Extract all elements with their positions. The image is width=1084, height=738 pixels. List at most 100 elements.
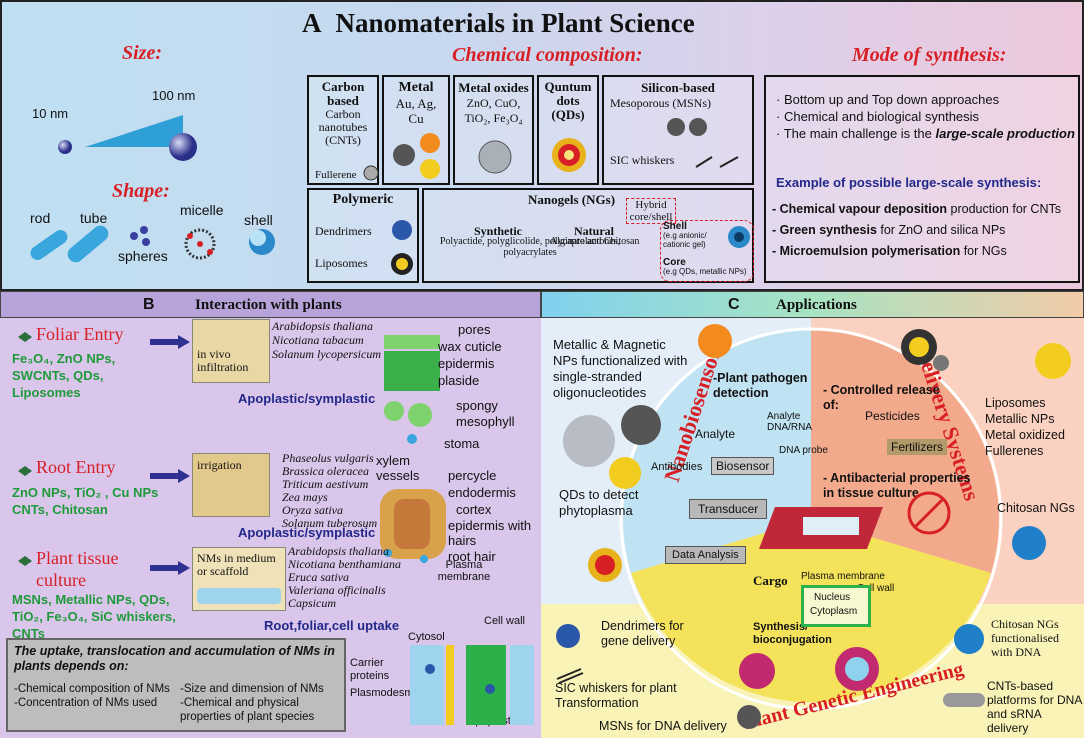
silicon-box: Silicon-based Mesoporous (MSNs) SIC whis… bbox=[602, 75, 754, 185]
infiltration-illustration: in vivo infiltration bbox=[192, 319, 270, 383]
shape-illustrations-icon bbox=[30, 225, 275, 263]
panel-letter-b: B bbox=[143, 296, 155, 313]
mesoporous-label: Mesoporous (MSNs) bbox=[610, 96, 712, 110]
quantum-dot-icon bbox=[552, 138, 586, 172]
oxides-title: Metal oxides bbox=[458, 80, 529, 95]
panel-c-title: Applications bbox=[776, 297, 857, 313]
uptake-factors-title: The uptake, translocation and accumulati… bbox=[14, 644, 335, 673]
liposomes-label: Liposomes bbox=[315, 256, 368, 270]
natural-label: Natural bbox=[574, 224, 614, 238]
metallic-particles-icon bbox=[563, 405, 661, 489]
uptake-factors-right: -Size and dimension of NMs -Chemical and… bbox=[180, 683, 324, 723]
panel-c-header: C Applications bbox=[541, 291, 1084, 318]
biosensor-box: Biosensor bbox=[711, 457, 775, 475]
nanogels-title: Nanogels (NGs) bbox=[528, 192, 616, 207]
gene-delivery-particles-icon bbox=[739, 647, 879, 691]
data-analysis-box: Data Analysis bbox=[665, 546, 746, 564]
uptake-factors-left: -Chemical composition of NMs -Concentrat… bbox=[14, 683, 170, 709]
root-title: Root Entry bbox=[36, 457, 116, 477]
irrigation-illustration: irrigation bbox=[192, 453, 270, 517]
tissue-nms: MSNs, Metallic NPs, QDs, TiO₂, Fe₃O₄, Si… bbox=[12, 592, 176, 641]
tissue-title: Plant tissue culture bbox=[36, 548, 119, 590]
cnt-icon bbox=[943, 693, 985, 707]
pesticides-label: Pesticides bbox=[865, 409, 920, 423]
tissue-method: NMs in medium or scaffold bbox=[197, 551, 276, 578]
antibacterial-icon bbox=[907, 491, 951, 535]
tissue-culture-plate-icon bbox=[759, 507, 883, 549]
root-cross-section-icon bbox=[380, 489, 446, 563]
panel-a-title: Nanomaterials in Plant Science bbox=[335, 8, 695, 38]
size-wedge-icon bbox=[58, 115, 197, 161]
foliar-title: Foliar Entry bbox=[36, 324, 124, 344]
qds-text: QDs to detect phytoplasma bbox=[559, 487, 639, 518]
synthesis-box: · Bottom up and Top down approaches · Ch… bbox=[764, 75, 1080, 283]
msn-icon bbox=[667, 118, 707, 136]
delivery-list: Liposomes Metallic NPs Metal oxidized Fu… bbox=[985, 396, 1065, 458]
metallic-np-text: Metallic & Magnetic NPs functionalized w… bbox=[553, 337, 688, 400]
liposome-icon bbox=[901, 329, 949, 371]
tissue-culture-illustration: NMs in medium or scaffold bbox=[192, 547, 286, 611]
synthesis-point-3: The main challenge is the bbox=[783, 126, 932, 141]
plasma-membrane-c-label: Plasma membrane bbox=[801, 571, 885, 582]
panel-b-title: Interaction with plants bbox=[195, 297, 342, 313]
foliar-species: Arabidopsis thaliana Nicotiana tabacum S… bbox=[272, 319, 381, 361]
synthesis-title: Mode of synthesis: bbox=[852, 44, 1007, 66]
polymeric-box: Polymeric Dendrimers Liposomes bbox=[307, 188, 419, 283]
cell-diagram: Nucleus Cytoplasm bbox=[801, 585, 871, 627]
core-shell-icon bbox=[728, 226, 750, 248]
metal-box: Metal Au, Ag, Cu bbox=[382, 75, 450, 185]
antibodies-label: Antibodies bbox=[651, 461, 703, 473]
panel-letter-a: A bbox=[302, 8, 322, 38]
size-large-label: 100 nm bbox=[152, 88, 196, 103]
foliar-nms: Fe₃O₄, ZnO NPs, SWCNTs, QDs, Liposomes bbox=[12, 351, 116, 400]
plasma-membrane-label: Plasma membrane bbox=[437, 559, 491, 583]
diamond-bullet-icon bbox=[18, 332, 32, 342]
arrow-icon bbox=[150, 561, 190, 575]
diamond-bullet-icon bbox=[18, 466, 32, 476]
synthesis-items: - Chemical vapour deposition production … bbox=[772, 202, 1061, 258]
cell-uptake-icon bbox=[410, 645, 534, 725]
cell-wall-c-label: Cell wall bbox=[857, 583, 895, 594]
metal-title: Metal bbox=[398, 80, 434, 95]
sic-c-label: SIC whiskers for plant Transformation bbox=[555, 681, 677, 710]
synthesis-label: Synthesis/ bioconjugation bbox=[753, 621, 832, 646]
analyte-label: Analyte bbox=[695, 427, 736, 441]
xylem-label: xylem vessels bbox=[376, 453, 420, 483]
chitosan-ng-icon bbox=[1012, 526, 1046, 560]
carbon-title: Carbon based bbox=[321, 79, 365, 108]
synthetic-text: Polyactide, polyglicolide, polycaprolact… bbox=[439, 236, 621, 258]
gold-nanoparticle-icon bbox=[1035, 343, 1071, 379]
carbon-text: Carbon nanotubes (CNTs) bbox=[318, 107, 368, 147]
shape-shell-label: shell bbox=[244, 212, 273, 228]
cytosol-label: Cytosol bbox=[408, 631, 445, 643]
transducer-box: Transducer bbox=[689, 499, 768, 519]
shell-text: (e.g anionic/ cationic gel) bbox=[663, 231, 707, 249]
oxide-particle-icon bbox=[478, 140, 512, 174]
shape-micelle-label: micelle bbox=[180, 202, 224, 218]
hybrid-label: Hybrid core/shell bbox=[626, 198, 676, 224]
spongy-mesophyll-label: spongy mesophyll bbox=[456, 398, 515, 429]
sic-label: SIC whiskers bbox=[610, 153, 675, 167]
panel-b-header: B Interaction with plants bbox=[0, 291, 541, 318]
antibacterial: - Antibacterial properties in tissue cul… bbox=[823, 471, 971, 500]
carbon-box: Carbon based Carbon nanotubes (CNTs) Ful… bbox=[307, 75, 379, 185]
tissue-path: Root,foliar,cell uptake bbox=[264, 618, 400, 633]
root-nms: ZnO NPs, TiO₂ , Cu NPs CNTs, Chitosan bbox=[12, 485, 159, 517]
metal-oxides-box: Metal oxides ZnO, CuO, TiO₂, Fe₃O₄ bbox=[453, 75, 534, 185]
shape-title: Shape: bbox=[112, 180, 170, 202]
synthesis-item-microemulsion: - Microemulsion polymerisation bbox=[772, 244, 961, 258]
shell-label: Shell bbox=[663, 221, 687, 232]
analyte-dna-label: Analyte DNA/RNA bbox=[767, 411, 813, 433]
leaf-labels: pores wax cuticle epidermis plaside bbox=[438, 322, 502, 388]
shape-tube-label: tube bbox=[80, 210, 108, 226]
foliar-path: Apoplastic/symplastic bbox=[238, 391, 376, 406]
dendrimers-c-label: Dendrimers for gene delivery bbox=[601, 619, 684, 648]
qd-icon bbox=[588, 548, 622, 582]
cargo-label: Cargo bbox=[753, 573, 788, 588]
carrier-proteins-label: Carrier proteins bbox=[350, 657, 390, 682]
silicon-title: Silicon-based bbox=[641, 80, 715, 95]
dna-probe-label: DNA probe bbox=[779, 445, 828, 456]
chem-title: Chemical composition: bbox=[452, 44, 643, 66]
shape-rod-label: rod bbox=[30, 210, 51, 226]
